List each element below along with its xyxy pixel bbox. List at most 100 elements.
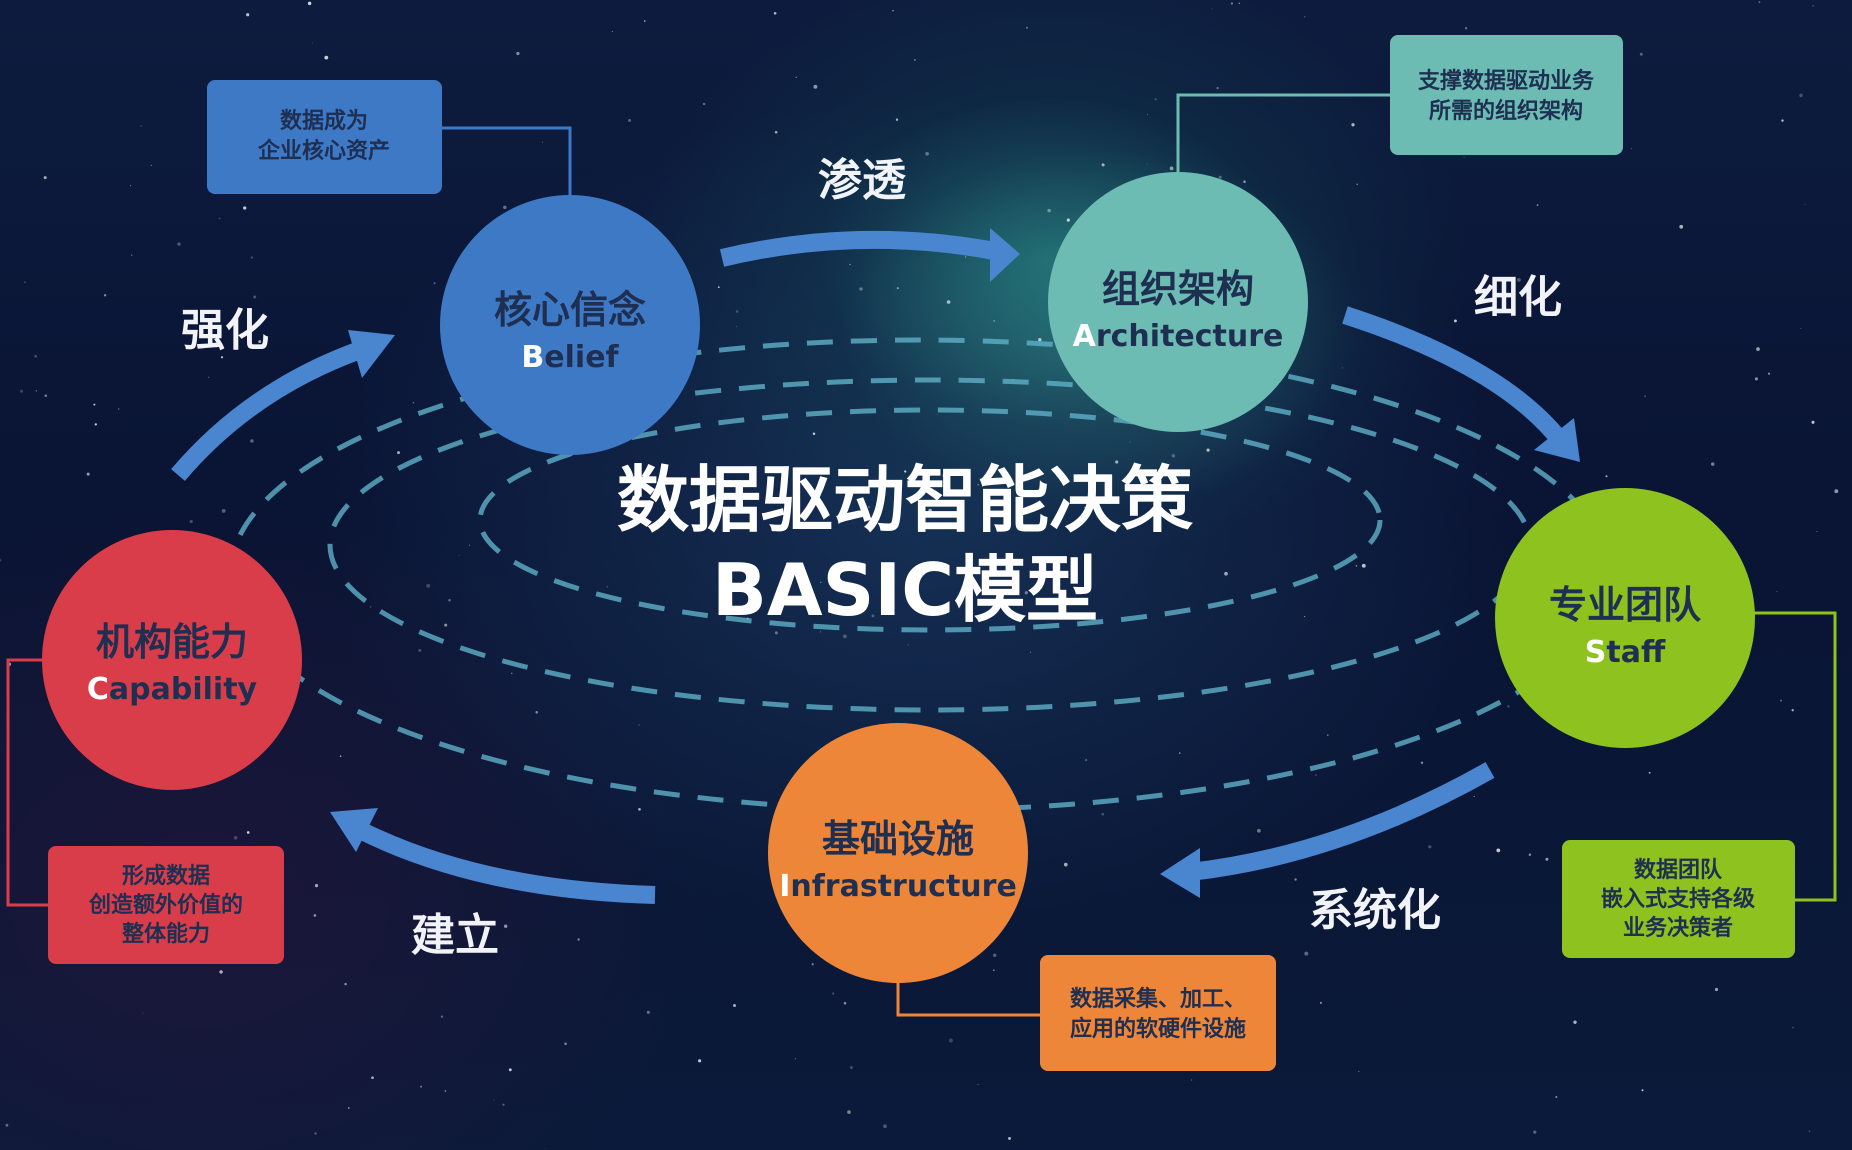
star <box>258 340 262 344</box>
node-infrastructure-circle <box>768 723 1028 983</box>
star <box>208 376 210 378</box>
star <box>250 439 254 443</box>
star <box>508 1068 512 1072</box>
star <box>883 1124 887 1129</box>
star <box>1238 2 1241 5</box>
star <box>1453 319 1457 323</box>
star <box>1351 123 1355 127</box>
star <box>884 476 886 478</box>
star <box>502 1103 505 1106</box>
star <box>250 256 254 259</box>
box-infrastructure: 数据采集、加工、 应用的软硬件设施 <box>1040 955 1276 1071</box>
star <box>1115 460 1119 464</box>
star <box>1605 475 1608 478</box>
star <box>1342 367 1343 369</box>
label-strengthen: 强化 <box>181 305 269 356</box>
arrow-capability-to-belief <box>171 341 364 481</box>
star <box>86 472 90 476</box>
connector-architecture <box>1176 93 1390 175</box>
star <box>1816 530 1818 532</box>
star <box>992 953 997 958</box>
star <box>313 914 317 917</box>
star <box>131 254 133 256</box>
star <box>0 559 2 562</box>
star <box>843 1001 847 1005</box>
star <box>1679 224 1684 229</box>
star <box>218 217 221 220</box>
star <box>1473 795 1475 797</box>
star <box>855 178 859 182</box>
star <box>503 205 507 210</box>
node-capability-initial: C <box>87 672 109 707</box>
node-belief-initial: B <box>521 340 544 375</box>
star <box>1355 565 1358 567</box>
box-staff-bg <box>1562 840 1795 958</box>
star <box>895 118 899 121</box>
star <box>233 836 238 840</box>
arrow-architecture-to-staff <box>1342 306 1568 446</box>
star <box>1218 175 1222 179</box>
node-architecture-rest: rchitecture <box>1096 319 1284 354</box>
star <box>1756 347 1760 351</box>
star <box>1090 471 1093 474</box>
star <box>1101 812 1105 816</box>
star <box>324 55 329 60</box>
star <box>1781 119 1784 122</box>
star <box>1648 771 1651 774</box>
label-permeate: 渗透 <box>818 155 907 206</box>
star <box>1516 277 1521 282</box>
node-architecture: 组织架构 Architecture <box>1048 172 1308 432</box>
star <box>1206 448 1210 452</box>
star <box>611 31 613 33</box>
box-capability-line-2: 创造额外价值的 <box>88 892 243 918</box>
star <box>93 403 96 406</box>
connector-belief <box>440 126 572 200</box>
star <box>638 724 640 726</box>
star <box>253 295 257 299</box>
star <box>946 300 951 304</box>
star <box>892 10 894 12</box>
star <box>189 519 193 524</box>
star <box>221 508 226 513</box>
box-capability-line-1: 形成数据 <box>122 863 210 889</box>
node-capability-circle <box>42 530 302 790</box>
star <box>314 883 319 888</box>
star <box>542 141 544 143</box>
star <box>1808 1130 1811 1133</box>
star <box>344 982 347 986</box>
center-title: 数据驱动智能决策 BASIC模型 <box>617 458 1193 632</box>
star <box>458 554 460 556</box>
star <box>1710 462 1715 466</box>
star <box>1257 828 1261 833</box>
star <box>1555 1095 1558 1099</box>
star <box>1464 27 1468 30</box>
node-capability-rest: apability <box>109 672 258 707</box>
star <box>1008 1136 1011 1140</box>
box-infrastructure-bg <box>1040 955 1276 1071</box>
star <box>732 1003 737 1008</box>
node-belief-rest: elief <box>544 340 619 375</box>
star <box>577 938 580 941</box>
star <box>977 484 979 486</box>
star <box>977 1084 979 1086</box>
star <box>1800 327 1802 329</box>
box-belief-line-1: 数据成为 <box>280 108 368 134</box>
star <box>516 51 520 56</box>
connector-capability <box>6 658 48 907</box>
star <box>1319 1001 1322 1004</box>
star <box>1545 857 1549 861</box>
star <box>606 586 608 588</box>
box-belief-line-2: 企业核心资产 <box>257 138 390 164</box>
star <box>1315 774 1317 776</box>
star <box>1216 86 1219 90</box>
star <box>914 59 916 61</box>
star <box>628 119 632 122</box>
star <box>993 969 995 971</box>
star <box>1038 338 1042 342</box>
star <box>1812 5 1814 7</box>
node-staff-rest: taff <box>1606 635 1666 670</box>
star <box>1420 761 1424 764</box>
star <box>1066 218 1070 222</box>
star <box>849 263 851 266</box>
